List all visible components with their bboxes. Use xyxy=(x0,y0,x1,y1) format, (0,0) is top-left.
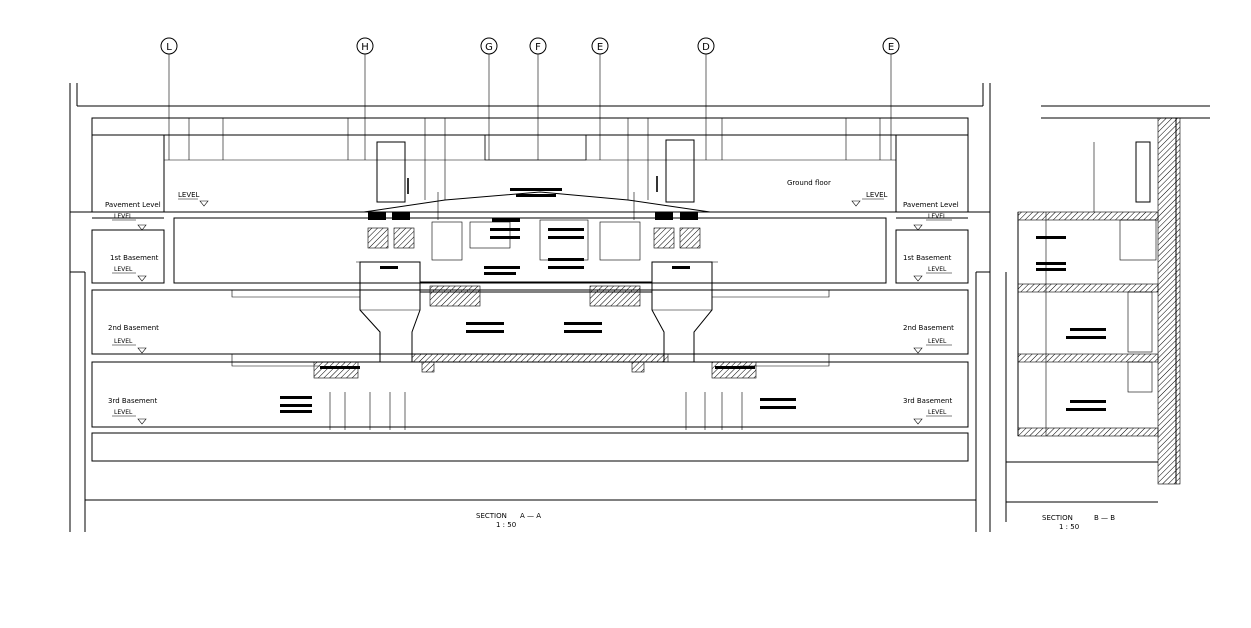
svg-text:LEVEL: LEVEL xyxy=(114,409,133,416)
door-left xyxy=(376,141,406,203)
basement-3-band xyxy=(91,354,969,462)
svg-text:2nd Basement: 2nd Basement xyxy=(903,324,954,332)
grid-label-l: L xyxy=(166,42,172,53)
svg-text:LEVEL: LEVEL xyxy=(114,338,133,345)
svg-text:Pavement Level: Pavement Level xyxy=(105,201,161,209)
svg-text:3rd Basement: 3rd Basement xyxy=(108,397,157,405)
section-b-mark: B — B xyxy=(1094,514,1115,522)
level-b1-left: 1st Basement LEVEL xyxy=(110,254,159,282)
ground-floor-label: Ground floor xyxy=(787,179,831,187)
grid-axes: L H G F E D E xyxy=(160,37,900,160)
section-a-a: Ground floor LEVEL LEVEL xyxy=(69,83,991,532)
ground-floor-band: Ground floor LEVEL LEVEL xyxy=(91,117,969,213)
svg-text:1st Basement: 1st Basement xyxy=(903,254,952,262)
grid-axis-g: G xyxy=(480,37,498,160)
grid-label-f: F xyxy=(535,42,541,53)
svg-text:LEVEL: LEVEL xyxy=(114,266,133,273)
grid-axis-f: F xyxy=(529,37,547,160)
basement-2-band xyxy=(91,289,969,355)
ground-left-tag: LEVEL xyxy=(178,191,200,199)
central-structure xyxy=(280,188,796,430)
section-b-title-text: SECTION xyxy=(1042,514,1073,522)
svg-text:LEVEL: LEVEL xyxy=(928,213,947,220)
grid-label-g: G xyxy=(485,42,493,53)
level-b2-left: 2nd Basement LEVEL xyxy=(108,324,159,354)
svg-text:3rd Basement: 3rd Basement xyxy=(903,397,952,405)
svg-text:LEVEL: LEVEL xyxy=(928,266,947,273)
section-a-scale: 1 : 50 xyxy=(496,521,516,529)
level-b2-right: 2nd Basement LEVEL xyxy=(903,324,954,354)
section-a-mark: A — A xyxy=(520,512,541,520)
svg-text:LEVEL: LEVEL xyxy=(114,213,133,220)
door-right xyxy=(665,139,695,203)
section-a-title: SECTION A — A 1 : 50 xyxy=(476,512,541,529)
svg-text:2nd Basement: 2nd Basement xyxy=(108,324,159,332)
grid-label-e: E xyxy=(597,42,603,53)
grid-label-d: D xyxy=(702,42,710,53)
section-b-title: SECTION B — B 1 : 50 xyxy=(1042,514,1115,531)
section-b-b: SECTION B — B 1 : 50 xyxy=(1005,105,1210,531)
level-pavement-right: Pavement Level LEVEL xyxy=(903,201,959,231)
levels-right: Pavement Level LEVEL 1st Basement LEVEL … xyxy=(903,201,959,425)
section-b-scale: 1 : 50 xyxy=(1059,523,1079,531)
svg-text:Pavement Level: Pavement Level xyxy=(903,201,959,209)
svg-text:LEVEL: LEVEL xyxy=(928,338,947,345)
section-a-frame xyxy=(69,83,991,532)
svg-text:1st Basement: 1st Basement xyxy=(110,254,159,262)
level-pavement-left: Pavement Level LEVEL xyxy=(105,201,161,231)
grid-label-h: H xyxy=(361,42,369,53)
level-b3-right: 3rd Basement LEVEL xyxy=(903,397,952,425)
grid-axis-l: L xyxy=(160,37,178,160)
levels-left: Pavement Level LEVEL 1st Basement LEVEL … xyxy=(105,201,161,425)
svg-text:LEVEL: LEVEL xyxy=(928,409,947,416)
section-a-title-text: SECTION xyxy=(476,512,507,520)
grid-axis-h: H xyxy=(356,37,374,160)
basement-1-band xyxy=(91,217,969,284)
grid-label-e2: E xyxy=(888,42,894,53)
grid-axis-e2: E xyxy=(882,37,900,160)
grid-axis-d: D xyxy=(697,37,715,160)
level-b3-left: 3rd Basement LEVEL xyxy=(108,397,157,425)
grid-axis-e: E xyxy=(591,37,609,160)
level-b1-right: 1st Basement LEVEL xyxy=(903,254,952,282)
ground-right-tag: LEVEL xyxy=(866,191,888,199)
